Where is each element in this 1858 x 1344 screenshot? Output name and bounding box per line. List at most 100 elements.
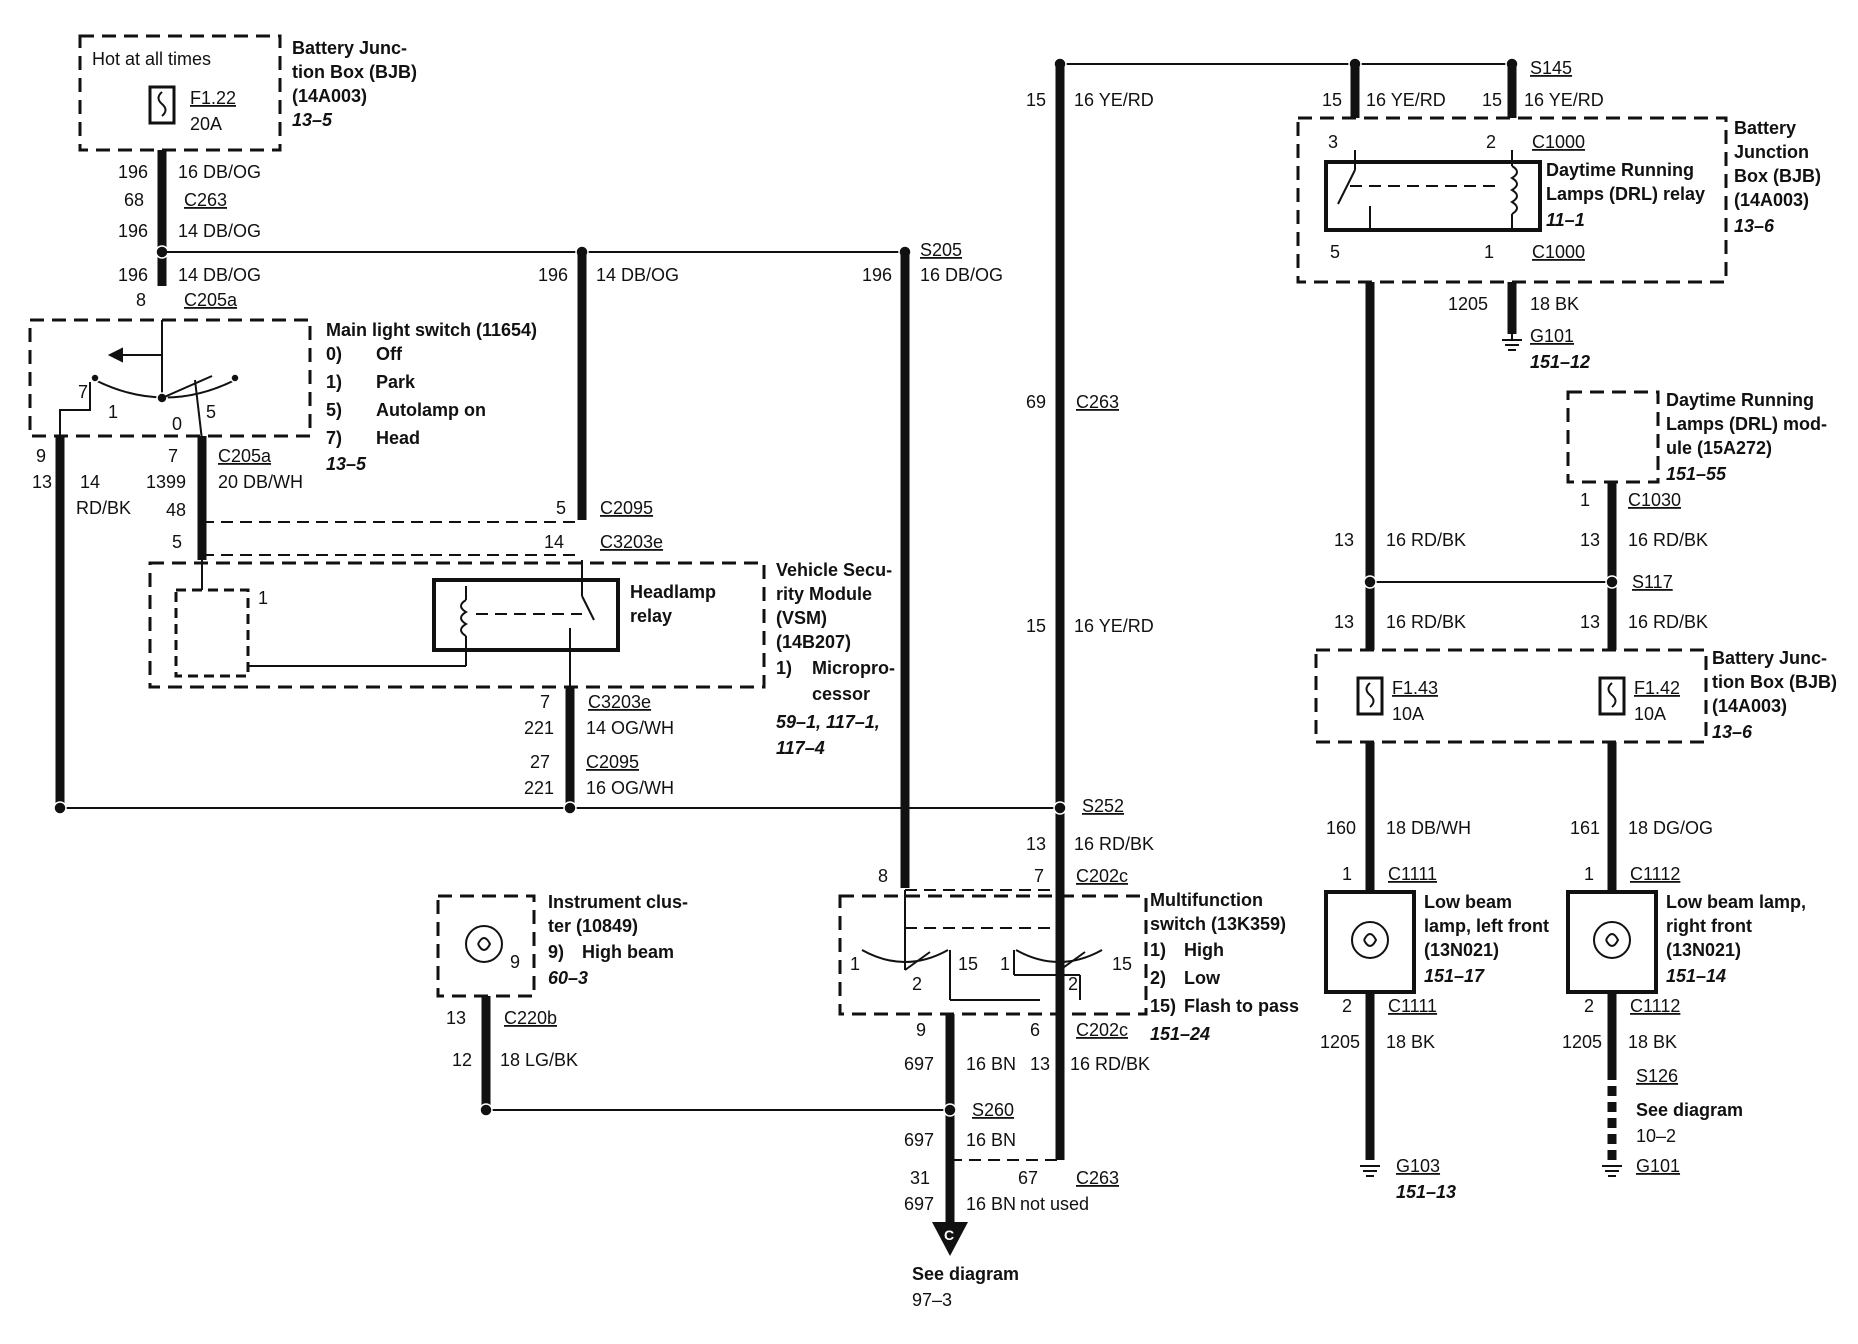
label-s205-label: S205 [920, 240, 962, 260]
label-drl_relay-t1: Daytime Running [1546, 160, 1694, 180]
label-mfs-pa2: 2 [912, 974, 922, 994]
label-w196b-num: 196 [118, 221, 148, 241]
instrument-cluster: 9 Instrument clus- ter (10849) 9) High b… [436, 892, 688, 998]
label-mfs-o15t: Flash to pass [1184, 996, 1299, 1016]
ground-icon [1502, 334, 1522, 351]
label-vsm-t5b: Micropro- [812, 658, 895, 678]
label-s205-spec: 16 DB/OG [920, 265, 1003, 285]
label-s252-spec: 16 RD/BK [1074, 834, 1154, 854]
label-c1030-conn: C1030 [1628, 490, 1681, 510]
label-mls-o5t: Autolamp on [376, 400, 486, 420]
label-drl_mod-t3: ule (15A272) [1666, 438, 1772, 458]
label-mfs-o2: 2) [1150, 968, 1166, 988]
label-lbl-spec: 18 DB/WH [1386, 818, 1471, 838]
label-lbr-ref: 151–14 [1666, 966, 1726, 986]
label-vsm-t1: Vehicle Secu- [776, 560, 892, 580]
label-bjb_r1-t1: Battery [1734, 118, 1796, 138]
label-lbr-ground: G101 [1636, 1156, 1680, 1176]
label-mfs-ref: 151–24 [1150, 1024, 1210, 1044]
label-mls-p0: 0 [172, 414, 182, 434]
label-s145-spec1: 16 YE/RD [1366, 90, 1446, 110]
label-lbr-t1: Low beam lamp, [1666, 892, 1806, 912]
label-yr_mid-spec: 16 YE/RD [1074, 616, 1154, 636]
label-s145-spec2: 16 YE/RD [1524, 90, 1604, 110]
label-mls_out-pinR: 7 [168, 446, 178, 466]
label-mls-o1: 1) [326, 372, 342, 392]
main-light-switch: 7 1 0 5 Main light switch (11654) 0) Off… [28, 318, 537, 474]
label-mfs-pb2: 2 [1068, 974, 1078, 994]
label-vsm-t3: (VSM) [776, 608, 827, 628]
label-s117-label: S117 [1632, 572, 1673, 592]
label-c263b-pin: 69 [1026, 392, 1046, 412]
label-c3203e_bot-num: 221 [524, 718, 554, 738]
label-mfs-t1: Multifunction [1150, 890, 1263, 910]
label-bjb_r1-t2: Junction [1734, 142, 1809, 162]
label-drl_relay-t2: Lamps (DRL) relay [1546, 184, 1705, 204]
label-bjb_r2-ref: 13–6 [1712, 722, 1753, 742]
label-mfs-pb15: 15 [1112, 954, 1132, 974]
label-vsm-pin1: 1 [258, 588, 268, 608]
label-mls_out-numR: 1399 [146, 472, 186, 492]
label-lbr-num: 161 [1570, 818, 1600, 838]
label-s205-num: 196 [862, 265, 892, 285]
label-w196b-spec: 14 DB/OG [178, 221, 261, 241]
label-c3203e_bot-conn: C3203e [588, 692, 651, 712]
label-c2095b-spec: 16 OG/WH [586, 778, 674, 798]
label-mfs-o1t: High [1184, 940, 1224, 960]
label-vsm-t5: 1) [776, 658, 792, 678]
c263-conn: C263 [184, 190, 227, 210]
label-vsm-t6: cessor [812, 684, 870, 704]
label-ic-o9t: High beam [582, 942, 674, 962]
label-mfs-t2: switch (13K359) [1150, 914, 1286, 934]
label-lbr-pin2: 2 [1584, 996, 1594, 1016]
label-mfs-pa1: 1 [850, 954, 860, 974]
label-c3203e_top-conn: C3203e [600, 532, 663, 552]
label-mls_out-conn: C205a [218, 446, 272, 466]
label-ic-o9: 9) [548, 942, 564, 962]
wire-196-spec: 16 DB/OG [178, 162, 261, 182]
label-g101a-ref: 151–12 [1530, 352, 1590, 372]
label-mfs-o1: 1) [1150, 940, 1166, 960]
label-c263c-spec: 16 BN [966, 1194, 1016, 1214]
label-c1030-spec: 16 RD/BK [1628, 530, 1708, 550]
label-c202c_bot-spec697: 16 BN [966, 1054, 1016, 1074]
label-vsm-ref2: 117–4 [776, 738, 825, 758]
label-c202c_bot-pin9: 9 [916, 1020, 926, 1040]
label-bjb_r2-t3: (14A003) [1712, 696, 1787, 716]
label-c3203e_bot-spec: 14 OG/WH [586, 718, 674, 738]
label-bjb_top-hot: Hot at all times [92, 49, 211, 69]
label-vsm-t2: rity Module [776, 584, 872, 604]
label-lbr-conn: C1112 [1630, 864, 1680, 884]
label-lbl-pin1: 1 [1342, 864, 1352, 884]
label-s145-num1: 15 [1322, 90, 1342, 110]
label-c220b-pin: 13 [446, 1008, 466, 1028]
label-lbl-conn2: C1111 [1388, 996, 1437, 1016]
label-mls-title: Main light switch (11654) [326, 320, 537, 340]
label-mls-ref: 13–5 [326, 454, 367, 474]
label-c263c-notused: not used [1020, 1194, 1089, 1214]
label-c205a_top-pin: 8 [136, 290, 146, 310]
label-lbl-num: 160 [1326, 818, 1356, 838]
label-lbr-splice: S126 [1636, 1066, 1678, 1086]
label-s252-label: S252 [1082, 796, 1124, 816]
label-mfs-o15: 15) [1150, 996, 1176, 1016]
label-s260-spec: 16 BN [966, 1130, 1016, 1150]
label-mls_out-numL: 13 [32, 472, 52, 492]
label-bjb_r1-ref: 13–6 [1734, 216, 1775, 236]
label-drl_relay-pin2: 2 [1486, 132, 1496, 152]
label-mls-o7t: Head [376, 428, 420, 448]
label-s145-label: S145 [1530, 58, 1572, 78]
label-c202c_bot-num697: 697 [904, 1054, 934, 1074]
label-mfs-o2t: Low [1184, 968, 1221, 988]
label-yr_top-num: 15 [1026, 90, 1046, 110]
label-lbr-pin1: 1 [1584, 864, 1594, 884]
label-drl_relay-pin5: 5 [1330, 242, 1340, 262]
label-g101a-num: 1205 [1448, 294, 1488, 314]
label-c3203e_top-pin14: 14 [544, 532, 564, 552]
label-g101a-spec: 18 BK [1530, 294, 1579, 314]
vehicle-security-module: 1 Headlamp relay Vehicle Secu- rity Modu… [148, 560, 895, 758]
label-lbr-see1: See diagram [1636, 1100, 1743, 1120]
label-mls-o0t: Off [376, 344, 403, 364]
c263-pin: 68 [124, 190, 144, 210]
label-c1030-pin: 1 [1580, 490, 1590, 510]
